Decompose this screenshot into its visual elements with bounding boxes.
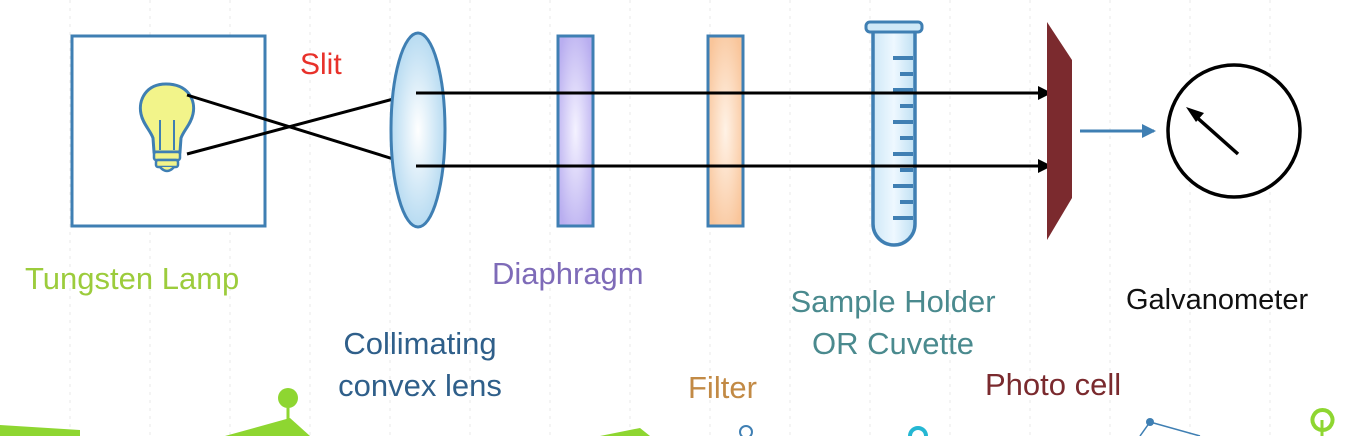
collimating-lens [389,31,447,229]
galvanometer-dial-icon [1166,63,1302,199]
decorative-footer [0,388,1335,436]
diaphragm-label: Diaphragm [492,256,644,291]
sample-holder-label-line2: OR Cuvette [812,326,974,361]
tungsten-lamp-label: Tungsten Lamp [25,261,240,296]
photo-cell [1047,22,1072,240]
slit-label: Slit [300,48,342,81]
photo-cell-label: Photo cell [985,367,1122,402]
filter-label: Filter [688,370,757,405]
lightbulb-icon [138,82,196,173]
sample-holder-label-line1: Sample Holder [790,284,996,319]
collimating-lens-label-line1: Collimating [343,326,497,361]
collimating-lens-label-line2: convex lens [338,368,502,403]
filter-plate [706,34,745,228]
parallel-light-beams [416,86,1052,173]
crossing-light-rays [186,91,417,168]
test-tube-icon [864,20,924,247]
diaphragm-plate [556,34,595,228]
galvanometer-label: Galvanometer [1126,284,1309,316]
